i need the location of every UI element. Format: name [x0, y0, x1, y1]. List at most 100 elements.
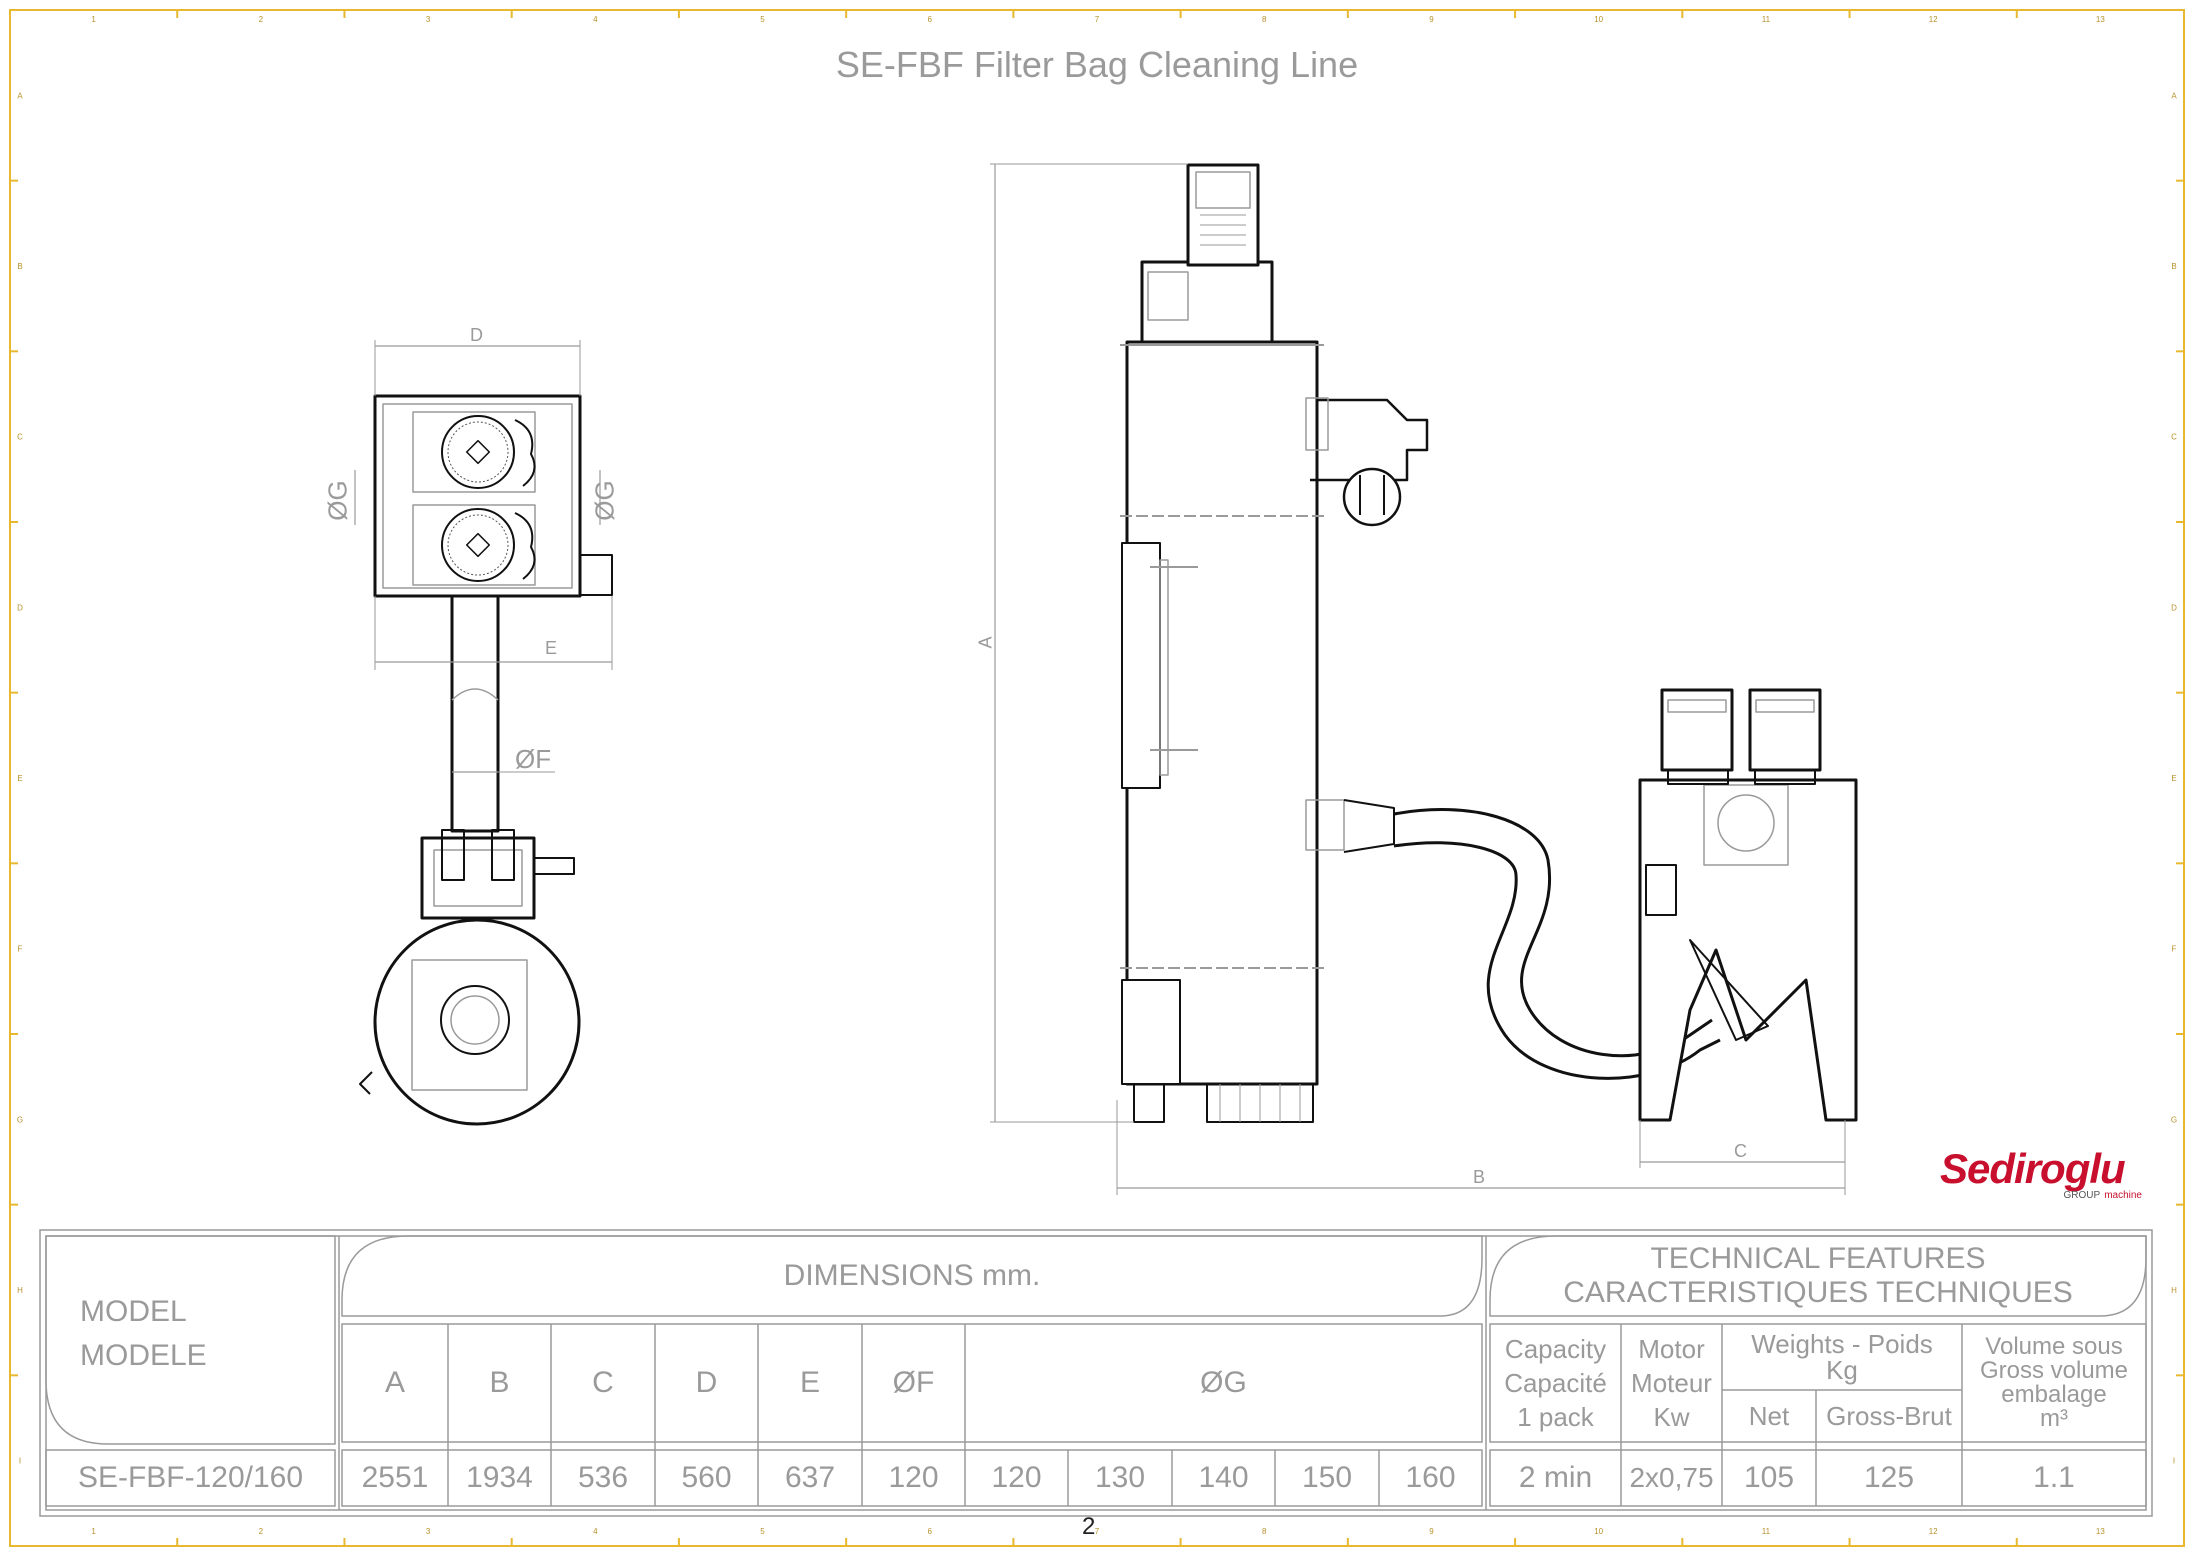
frame-column-label: 1 [91, 1527, 96, 1536]
tech-header-fr: CARACTERISTIQUES TECHNIQUES [1563, 1276, 2073, 1309]
frame-column-label: 2 [259, 15, 264, 24]
value-c: 536 [577, 1461, 629, 1494]
frame-row-label: I [2173, 1457, 2175, 1466]
frame-row-label: A [2171, 91, 2177, 100]
frame-row-label: D [17, 603, 23, 612]
frame-row-label: B [17, 262, 22, 271]
frame-row-label: H [2171, 1286, 2177, 1295]
frame-column-label: 7 [1095, 1527, 1100, 1536]
frame-column-label: 11 [1762, 15, 1771, 24]
value-f: 120 [888, 1461, 939, 1494]
frame-row-label: C [17, 433, 23, 442]
dim-column-header: C [592, 1366, 614, 1399]
dim-column-header: B [489, 1366, 510, 1399]
volume-value: 1.1 [2033, 1461, 2075, 1494]
frame-column-label: 3 [426, 1527, 431, 1536]
value-g-5: 160 [1405, 1461, 1456, 1494]
page-number: 2 [1082, 1513, 1096, 1540]
tech-header-en: TECHNICAL FEATURES [1650, 1242, 1986, 1275]
frame-row-label: B [2171, 262, 2176, 271]
logo-brand: Sediroglu [1940, 1145, 2126, 1192]
value-a: 2551 [361, 1461, 429, 1494]
frame-column-label: 10 [1594, 1527, 1603, 1536]
dim-label-b: B [1473, 1167, 1486, 1187]
frame-column-label: 5 [760, 15, 765, 24]
frame-column-label: 10 [1594, 15, 1603, 24]
frame-column-label: 11 [1762, 1527, 1771, 1536]
frame-column-label: 3 [426, 15, 431, 24]
dim-label-og-left: ØG [322, 480, 353, 521]
value-e: 637 [784, 1461, 836, 1494]
motor-value: 2x0,75 [1629, 1462, 1714, 1493]
frame-column-label: 9 [1429, 1527, 1434, 1536]
frame-row-label: G [2171, 1115, 2177, 1124]
value-g-4: 150 [1301, 1461, 1353, 1494]
model-header-en: MODEL [80, 1295, 187, 1328]
frame-column-label: 8 [1262, 15, 1267, 24]
frame-row-label: E [2171, 774, 2176, 783]
gross-value: 125 [1863, 1461, 1915, 1494]
model-value: SE-FBF-120/160 [77, 1461, 304, 1494]
spec-table-lines [39, 1229, 2153, 1517]
frame-row-label: C [2171, 433, 2177, 442]
frame-column-label: 13 [2096, 1527, 2105, 1536]
dim-column-header: A [384, 1366, 405, 1399]
value-b: 1934 [466, 1461, 533, 1494]
frame-column-label: 1 [91, 15, 96, 24]
frame-column-label: 9 [1429, 15, 1434, 24]
frame-column-label: 6 [928, 1527, 933, 1536]
dim-label-e: E [545, 638, 558, 658]
frame-column-label: 4 [593, 15, 598, 24]
frame-row-label: G [17, 1115, 23, 1124]
dim-label-og-right: ØG [589, 480, 620, 521]
dim-column-header: ØF [892, 1366, 935, 1399]
frame-column-label: 12 [1929, 1527, 1938, 1536]
dim-label-of: ØF [515, 744, 552, 774]
model-header: MODEL MODELE [80, 1290, 207, 1378]
frame-column-label: 12 [1929, 15, 1938, 24]
page-title: SE-FBF Filter Bag Cleaning Line [835, 44, 1359, 85]
frame-border [9, 9, 2185, 1547]
frame-row-label: E [17, 774, 22, 783]
frame-row-label: F [2172, 945, 2177, 954]
frame-column-label: 13 [2096, 15, 2105, 24]
model-header-fr: MODELE [80, 1339, 207, 1372]
value-d: 560 [681, 1461, 732, 1494]
tech-features-header: TECHNICAL FEATURES CARACTERISTIQUES TECH… [1490, 1240, 2146, 1312]
value-g-3: 140 [1198, 1461, 1249, 1494]
top-view-drawing [354, 340, 613, 1126]
dim-column-header: ØG [1200, 1366, 1247, 1399]
frame-column-label: 2 [259, 1527, 264, 1536]
value-g-1: 120 [991, 1461, 1042, 1494]
side-view-drawing [990, 163, 1858, 1195]
frame-row-label: H [17, 1286, 23, 1295]
frame-column-label: 6 [928, 15, 933, 24]
frame-row-label: I [19, 1457, 21, 1466]
frame-column-label: 8 [1262, 1527, 1267, 1536]
frame-column-label: 5 [760, 1527, 765, 1536]
frame-column-label: 4 [593, 1527, 598, 1536]
capacity-value: 2 min [1518, 1461, 1593, 1494]
net-value: 105 [1743, 1461, 1795, 1494]
net-header: Net [1748, 1400, 1790, 1431]
dimensions-header: DIMENSIONS mm. [783, 1259, 1041, 1292]
frame-row-label: A [17, 91, 23, 100]
frame-row-label: D [2171, 603, 2177, 612]
dim-label-c: C [1734, 1141, 1747, 1161]
dim-label-a: A [975, 636, 996, 649]
frame-row-label: F [18, 945, 23, 954]
frame-ticks [10, 10, 2184, 1546]
gross-header: Gross-Brut [1826, 1400, 1952, 1431]
dim-label-d: D [470, 325, 483, 345]
frame-column-label: 7 [1095, 15, 1100, 24]
dim-column-header: D [695, 1366, 718, 1399]
value-g-2: 130 [1094, 1461, 1146, 1494]
